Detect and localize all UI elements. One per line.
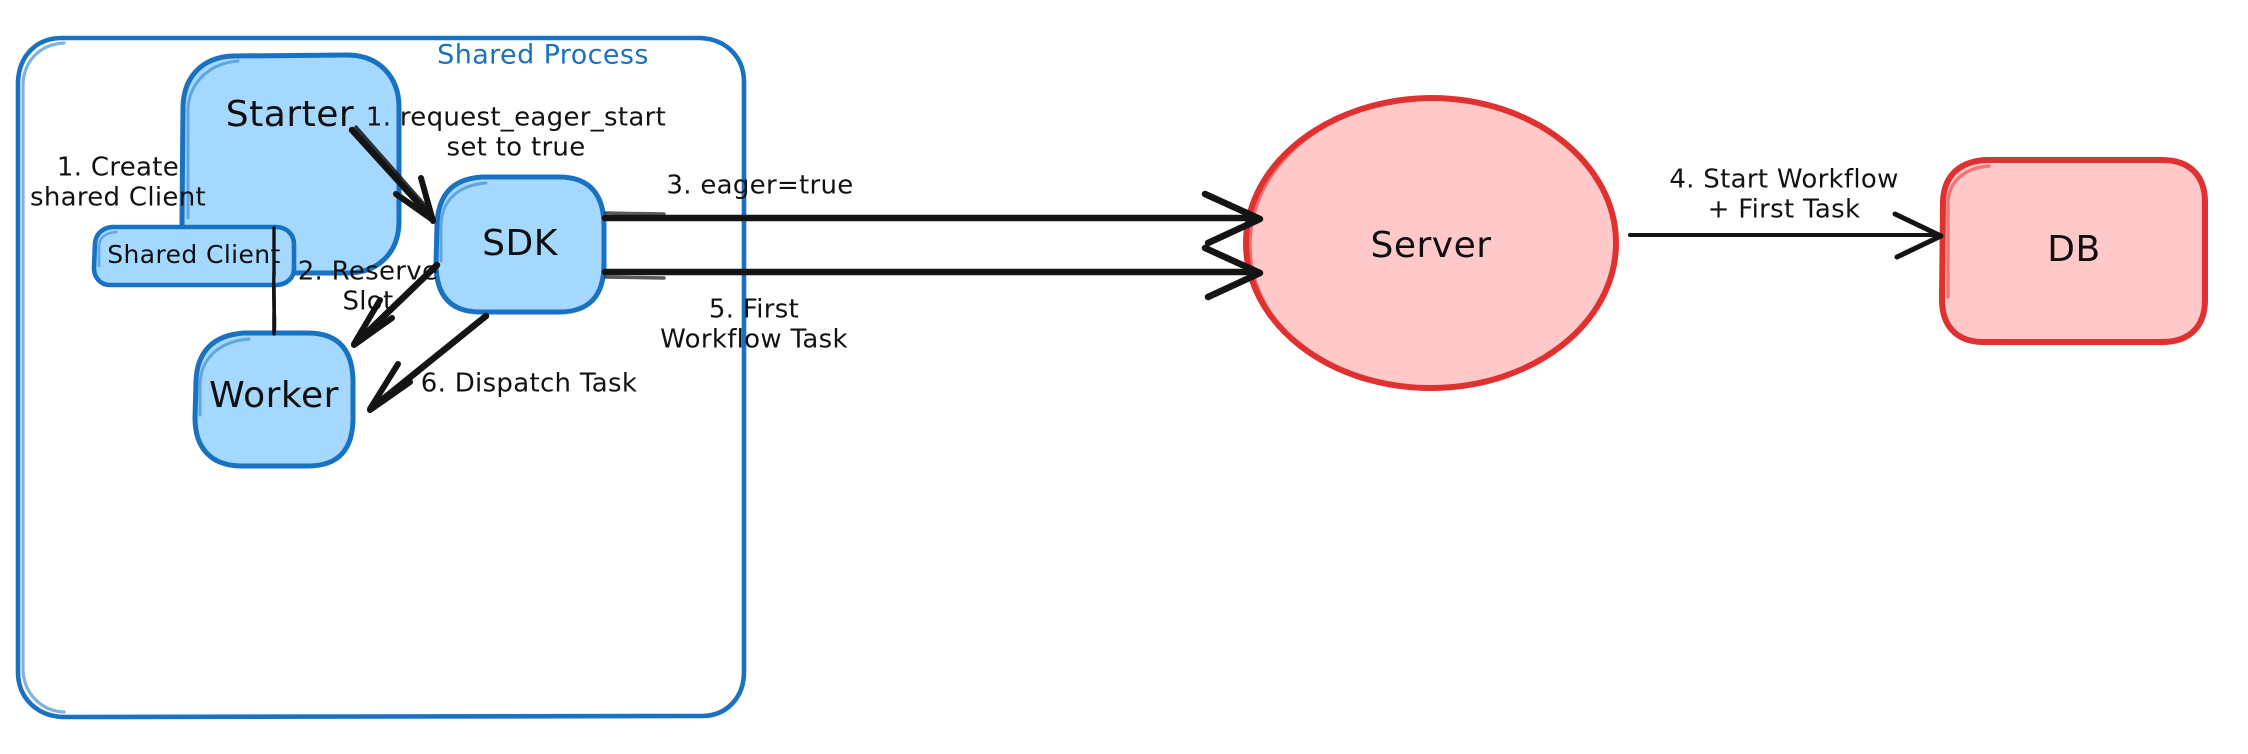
shared-process-container: Shared Process — [15, 35, 747, 720]
db-label: DB — [2047, 229, 2100, 270]
edge-label-start-workflow-first-task: 4. Start Workflow + First Task — [1669, 165, 1898, 225]
shared-client-label: Shared Client — [107, 240, 281, 269]
edge-dispatch-task-arrowhead — [367, 361, 413, 413]
db-box-fill — [1943, 161, 2204, 341]
edge-first-workflow-task — [601, 244, 1264, 301]
edge-reserve-slot-arrowhead — [351, 297, 395, 348]
db-box-border — [1939, 157, 2208, 345]
edge-eager-true-arrowhead — [1201, 190, 1264, 247]
label-reserve-slot-line-1: 2. Reserve — [298, 257, 439, 287]
node-starter[interactable]: Starter — [179, 52, 402, 276]
db-box-sketch — [1946, 164, 1991, 299]
edge-eager-true — [601, 190, 1264, 247]
worker-box-fill — [196, 334, 352, 465]
label-dispatch-task: 6. Dispatch Task — [421, 369, 637, 399]
edge-label-create-shared-client: 1. Create shared Client — [30, 153, 206, 213]
edge-create-shared-client — [272, 226, 277, 336]
edge-label-dispatch-task: 6. Dispatch Task — [421, 369, 637, 399]
edge-request-eager-start — [348, 125, 436, 224]
worker-label: Worker — [209, 375, 339, 416]
sdk-box-sketch — [439, 181, 488, 263]
label-create-line-2: shared Client — [30, 183, 206, 213]
worker-box-border — [192, 330, 356, 469]
server-ellipse-sketch — [1248, 98, 1417, 372]
edge-sdk-to-server-line-sketch — [604, 211, 666, 216]
label-first-workflow-line-1: 5. First — [709, 295, 799, 325]
edge-reserve-slot — [351, 261, 441, 348]
starter-box-fill — [183, 56, 398, 272]
starter-label: Starter — [226, 94, 354, 135]
label-start-workflow-line-2: + First Task — [1708, 195, 1861, 225]
node-server[interactable]: Server — [1243, 95, 1619, 391]
sdk-label: SDK — [482, 223, 559, 264]
edge-first-workflow-task-arrowhead — [1201, 244, 1264, 301]
starter-box-sketch — [186, 59, 240, 220]
label-eager-true: 3. eager=true — [666, 171, 853, 201]
edge-dispatch-task — [367, 312, 490, 413]
edge-starter-to-sdk-arrowhead — [393, 175, 436, 224]
edge-label-eager-true: 3. eager=true — [666, 171, 853, 201]
edge-label-first-workflow-task: 5. First Workflow Task — [660, 295, 848, 355]
label-create-line-1: 1. Create — [57, 153, 179, 183]
node-db[interactable]: DB — [1939, 157, 2208, 345]
label-request-eager-line-1: 1. request_eager_start — [366, 103, 666, 133]
shared-client-box-border — [91, 224, 297, 288]
shared-process-label: Shared Process — [437, 40, 649, 71]
server-label: Server — [1370, 225, 1491, 266]
server-ellipse-fill — [1246, 98, 1616, 388]
sdk-box-border — [433, 174, 607, 315]
edge-server-to-sdk-line-sketch — [604, 275, 666, 280]
shared-process-border-sketch — [21, 41, 66, 714]
edge-starter-to-sdk-line — [348, 126, 436, 222]
label-first-workflow-line-2: Workflow Task — [660, 325, 848, 355]
edge-label-request-eager-start: 1. request_eager_start set to true — [366, 103, 666, 163]
edge-sdk-to-worker-reserve-line — [352, 261, 441, 347]
starter-box-border — [179, 52, 402, 276]
node-sdk[interactable]: SDK — [433, 174, 607, 315]
shared-process-border — [15, 35, 747, 720]
sdk-box-fill — [437, 178, 603, 311]
node-shared-client[interactable]: Shared Client — [91, 224, 297, 288]
shared-client-box-sketch — [97, 230, 118, 268]
edge-start-workflow-arrowhead — [1892, 211, 1944, 260]
edge-label-reserve-slot: 2. Reserve Slot — [298, 257, 439, 317]
label-start-workflow-line-1: 4. Start Workflow — [1669, 165, 1898, 195]
server-ellipse-border — [1243, 95, 1619, 391]
worker-box-sketch — [198, 337, 251, 417]
edge-starter-to-sdk-line-2 — [354, 125, 432, 213]
edge-start-workflow-first-task — [1628, 211, 1944, 260]
label-request-eager-line-2: set to true — [446, 133, 585, 163]
node-worker[interactable]: Worker — [192, 330, 356, 469]
shared-client-box-fill — [95, 228, 293, 284]
label-reserve-slot-line-2: Slot — [342, 287, 393, 317]
